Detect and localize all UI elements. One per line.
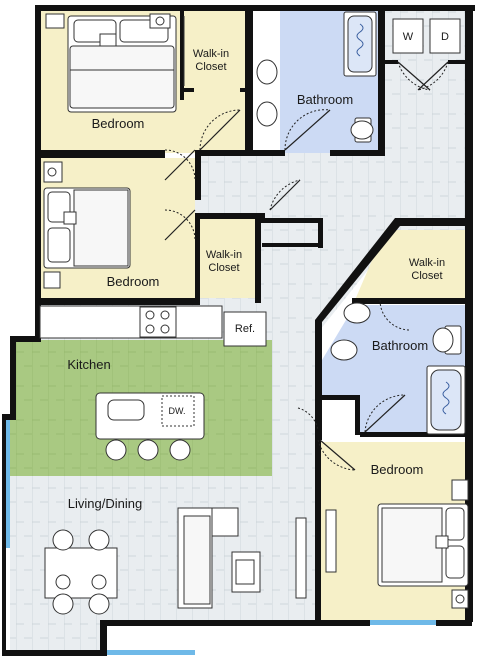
label-line: Walk-in bbox=[193, 48, 229, 60]
bed-top bbox=[45, 13, 177, 113]
label-bathroom-right: Bathroom bbox=[372, 338, 428, 353]
dryer-box bbox=[429, 18, 461, 54]
dining-set bbox=[44, 529, 118, 615]
kitchen-counter bbox=[39, 305, 267, 347]
bathroom-top-fixtures bbox=[256, 11, 377, 143]
laundry bbox=[392, 18, 461, 54]
label-bathroom-top: Bathroom bbox=[297, 92, 353, 107]
label-dishwasher: DW. bbox=[169, 406, 186, 416]
bathroom-right-fixtures bbox=[330, 302, 466, 435]
label-dryer: D bbox=[441, 31, 449, 43]
label-line: Closet bbox=[195, 61, 226, 73]
bed-right bbox=[325, 479, 469, 609]
sofa bbox=[177, 507, 261, 609]
washer-box bbox=[392, 18, 424, 54]
door-swings bbox=[164, 61, 449, 471]
walkin-top-floor bbox=[182, 10, 245, 153]
label-line: Closet bbox=[208, 262, 239, 274]
label-line: Walk-in bbox=[206, 249, 242, 261]
label-line: Walk-in bbox=[409, 257, 445, 269]
walkin-mid-floor bbox=[195, 218, 255, 298]
label-kitchen: Kitchen bbox=[67, 357, 110, 372]
walls bbox=[2, 5, 475, 656]
label-living: Living/Dining bbox=[68, 496, 142, 511]
label-bedroom-top: Bedroom bbox=[92, 116, 145, 131]
label-washer: W bbox=[403, 31, 414, 43]
label-fridge: Ref. bbox=[235, 323, 255, 335]
bed-mid bbox=[43, 161, 131, 289]
kitchen-island bbox=[95, 392, 205, 461]
label-line: Closet bbox=[411, 270, 442, 282]
label-bedroom-mid: Bedroom bbox=[107, 274, 160, 289]
fridge-box bbox=[223, 311, 267, 347]
label-bedroom-right: Bedroom bbox=[371, 462, 424, 477]
tv-console bbox=[295, 517, 307, 599]
door-leaves bbox=[164, 61, 449, 471]
